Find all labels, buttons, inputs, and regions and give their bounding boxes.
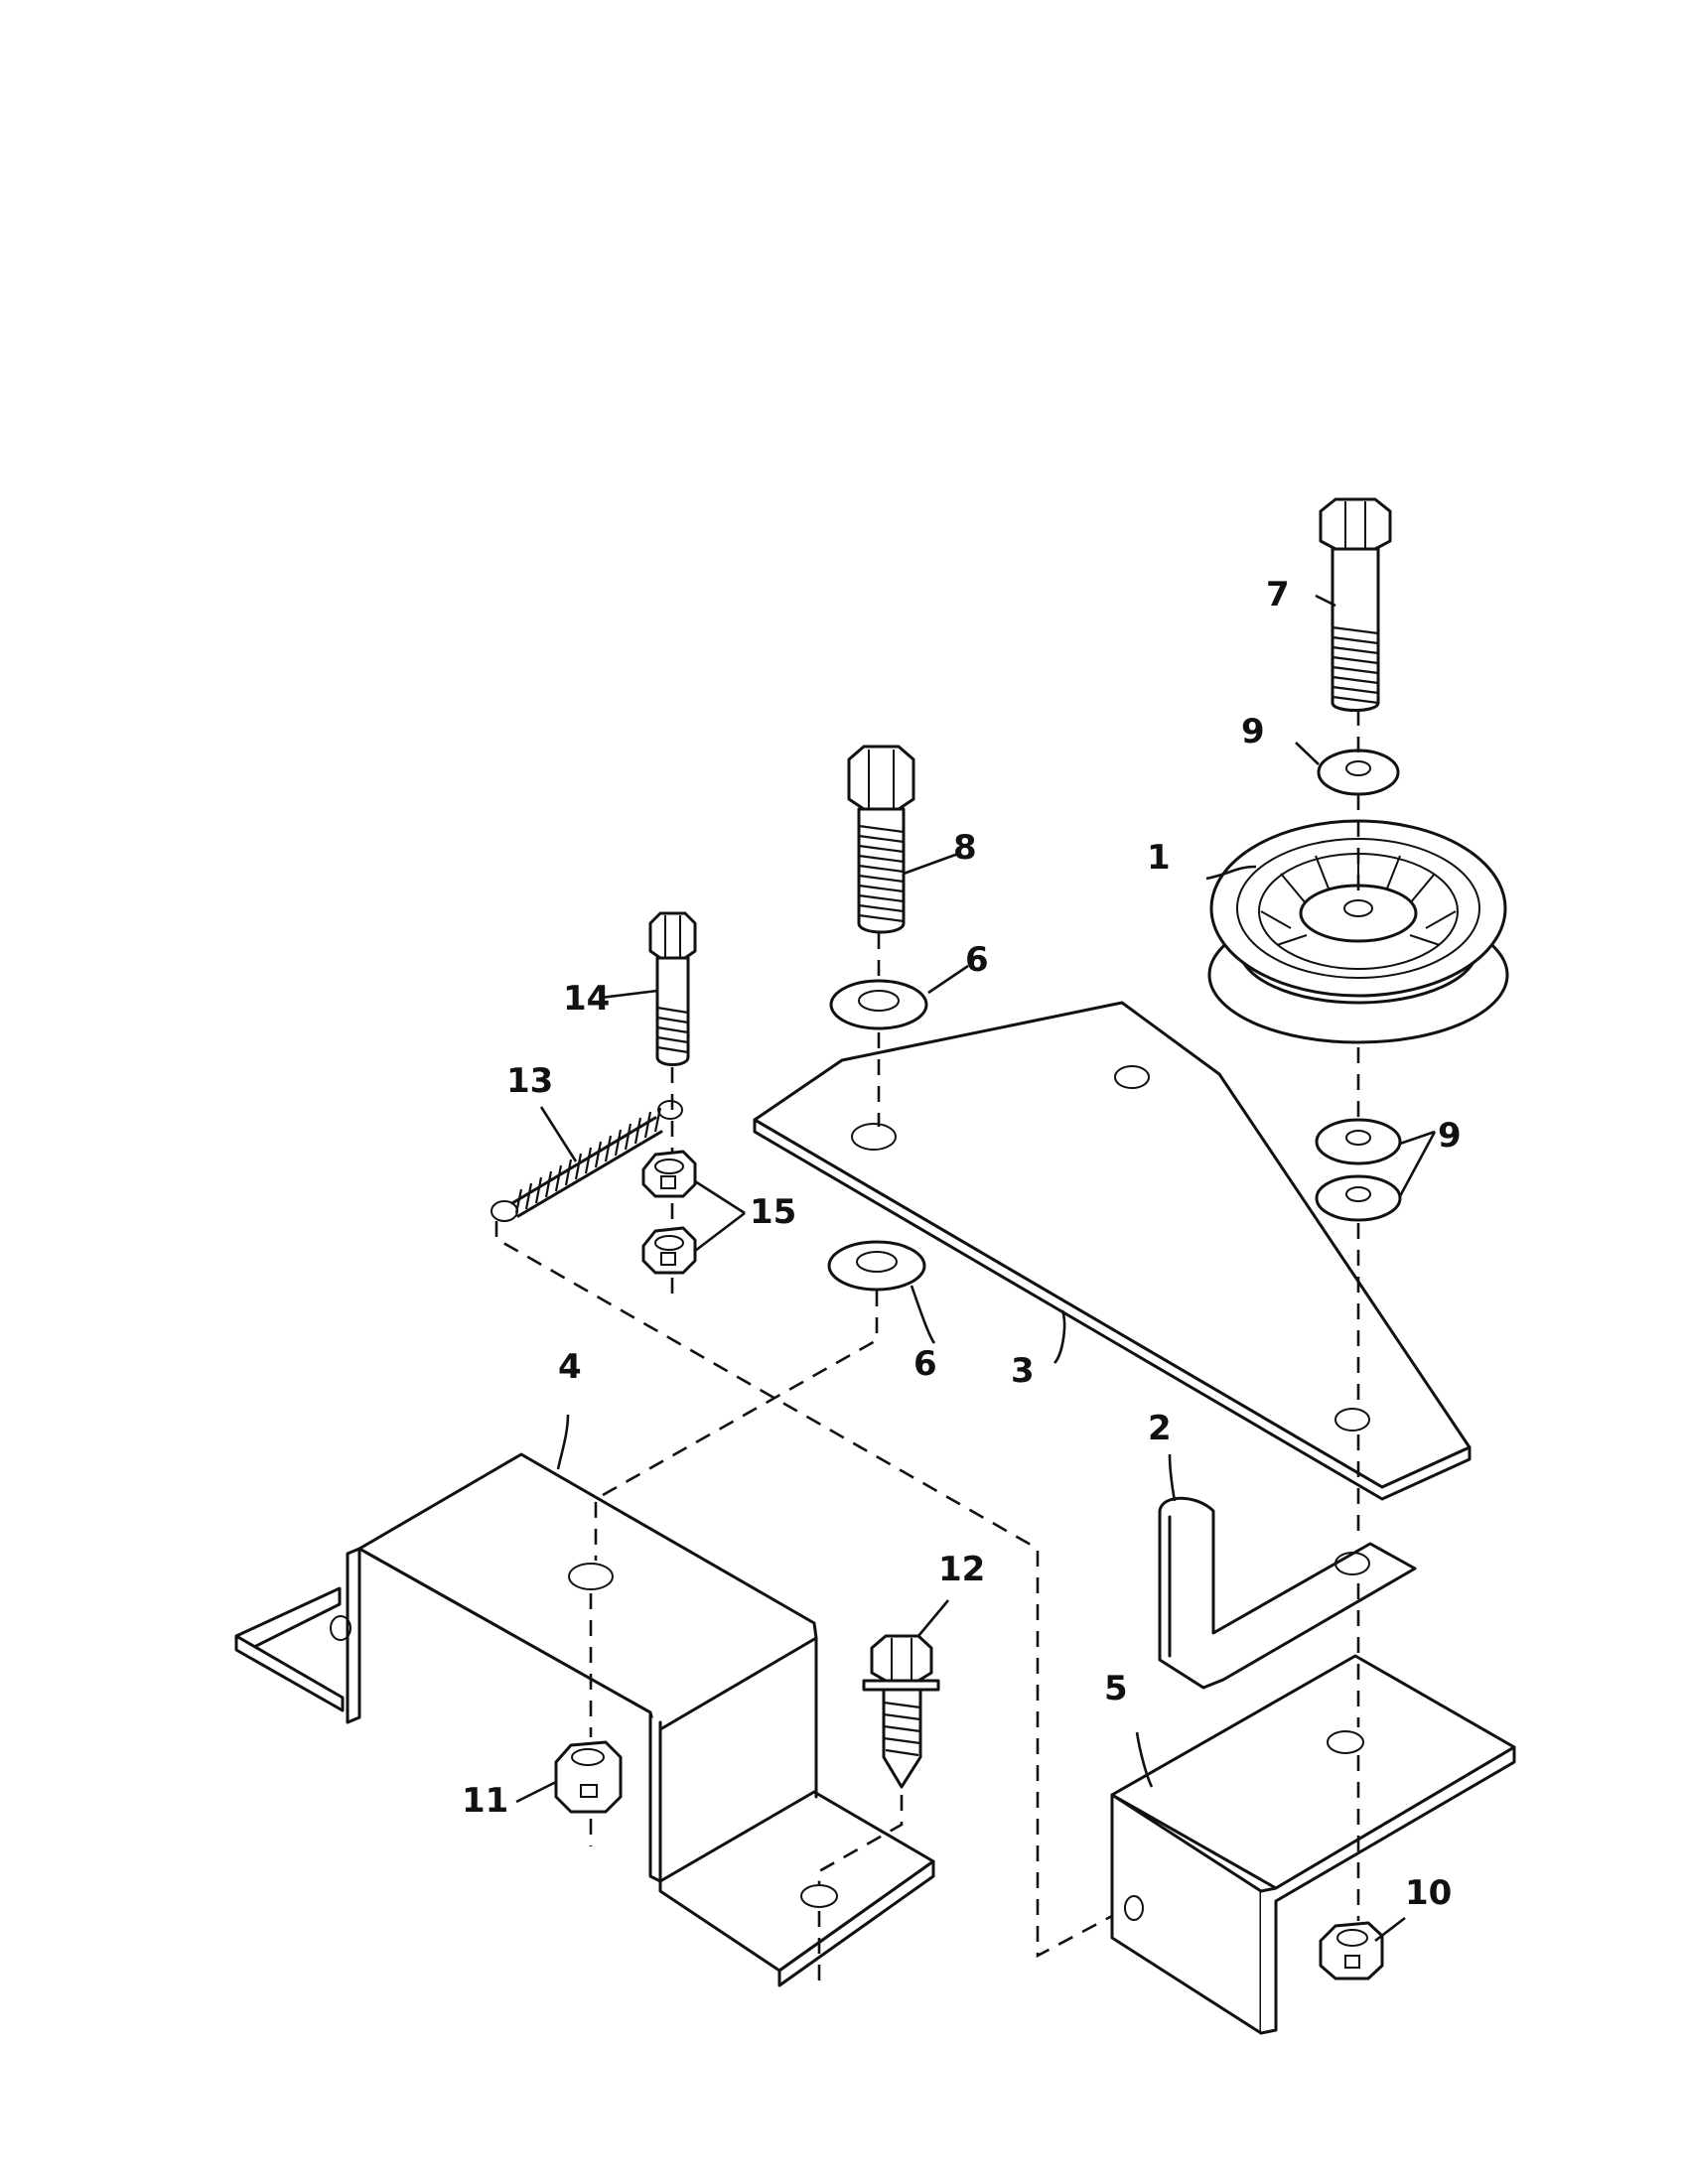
hex-nut-lower	[641, 1226, 697, 1275]
spacer-bracket	[1158, 1496, 1417, 1690]
callout-9-lower: 9	[1438, 1116, 1462, 1156]
callout-6-lower: 6	[913, 1344, 937, 1384]
leader-lines	[515, 594, 1437, 1943]
callout-4: 4	[558, 1347, 582, 1387]
callout-11: 11	[462, 1781, 508, 1821]
angle-bracket	[1110, 1654, 1516, 2035]
callout-5: 5	[1104, 1669, 1128, 1708]
callout-2: 2	[1148, 1409, 1172, 1448]
lag-screw	[862, 1634, 940, 1789]
callout-12: 12	[938, 1550, 985, 1589]
hex-nut-upper	[641, 1150, 697, 1198]
callout-labels: 1 2 3 4 5 6 6 7 8 9 9 10 11 12 13 14 15	[462, 575, 1462, 1913]
callout-10: 10	[1405, 1873, 1452, 1913]
shoulder-bolt	[847, 745, 915, 934]
callout-13: 13	[506, 1061, 553, 1101]
long-bolt	[1319, 497, 1392, 712]
idler-pulley	[1207, 819, 1509, 1044]
spacer-washer-top	[829, 979, 928, 1030]
flat-washer-bottom	[1315, 1174, 1402, 1222]
callout-6-upper: 6	[965, 940, 989, 980]
hat-bracket	[234, 1452, 935, 1987]
extension-spring	[491, 1100, 683, 1222]
callout-14: 14	[563, 979, 610, 1019]
callout-9-upper: 9	[1241, 712, 1265, 751]
spring-bolt	[648, 911, 697, 1066]
idler-arm-plate	[753, 1001, 1472, 1501]
callout-1: 1	[1147, 838, 1171, 878]
callout-7: 7	[1266, 575, 1290, 614]
hex-nut-bracket	[554, 1740, 623, 1814]
flat-washer-top	[1317, 749, 1400, 796]
hex-nut-angle	[1319, 1921, 1384, 1980]
spacer-washer-bottom	[827, 1240, 926, 1292]
callout-15: 15	[750, 1192, 796, 1232]
flat-washer-middle	[1315, 1118, 1402, 1165]
callout-3: 3	[1011, 1351, 1035, 1391]
callout-8: 8	[953, 828, 977, 868]
assembly-lines	[494, 710, 1360, 1985]
